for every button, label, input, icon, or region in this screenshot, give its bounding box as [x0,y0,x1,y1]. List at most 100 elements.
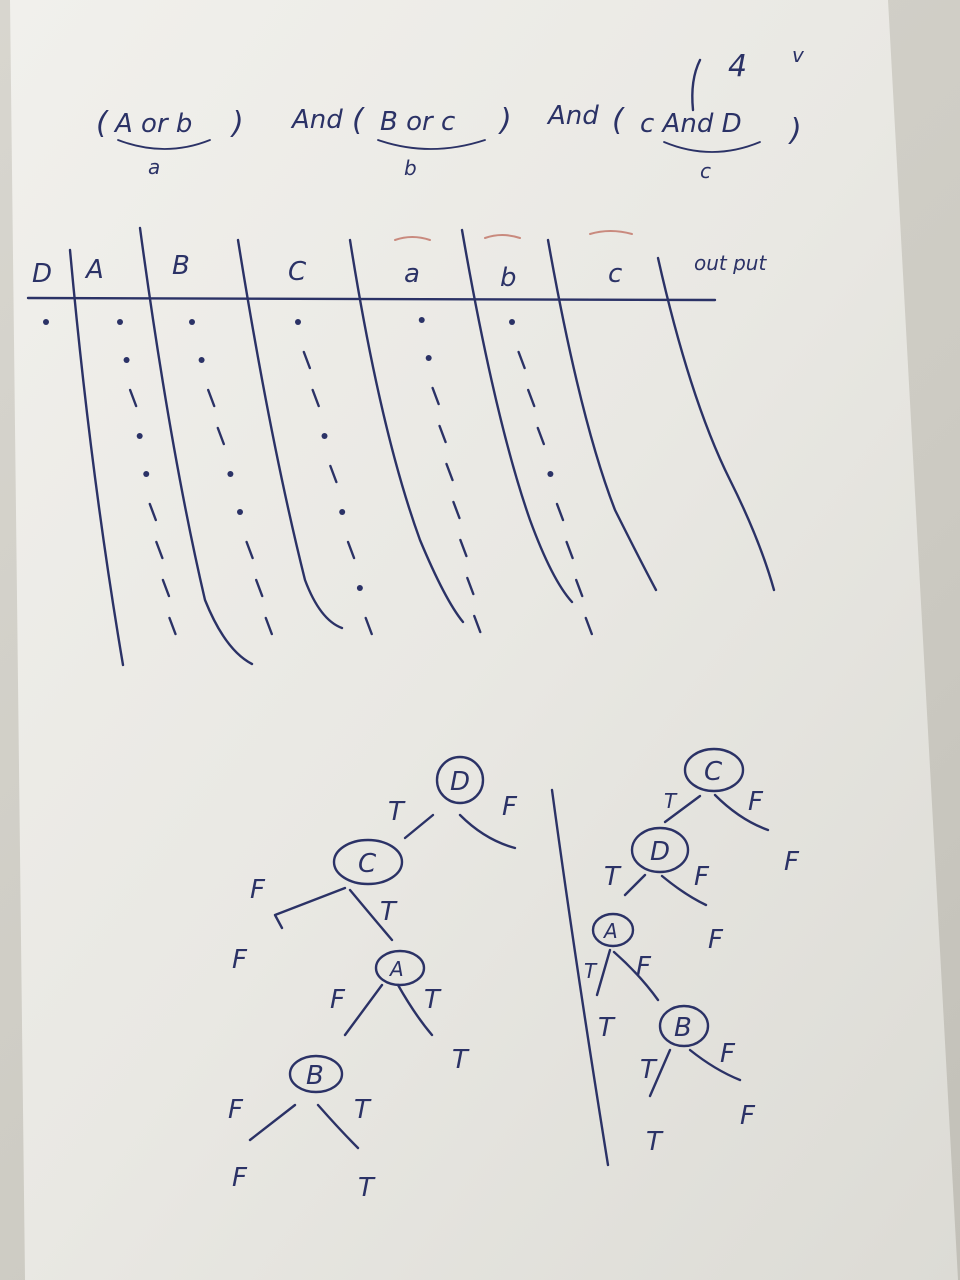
table-cell-a-2 [431,386,440,406]
table-cell-B-4 [227,471,234,477]
table-cell-A-3 [136,433,143,439]
r-edge-a-f [612,950,660,1002]
label-c-t: T [380,897,398,927]
header-b-upper: B [172,251,190,281]
group-b-open: ( [352,103,365,138]
node-d-circle [435,755,485,805]
truth-table: D A B C a b c out put [26,226,776,667]
leaf-b-f: F [232,1163,248,1193]
table-cell-B-0 [189,319,195,325]
table-cell-b-6 [565,540,574,560]
table-cell-a-5 [452,500,461,520]
boolean-expression: ( A or b ) a And ( B or c ) b And ( c An… [96,101,802,183]
header-c-upper: C [288,257,307,287]
r-edge-b-f [688,1048,742,1082]
label-c-f: F [250,875,266,905]
r-leaf-b-f: F [740,1101,756,1131]
table-cell-B-5 [237,509,243,515]
r-edge-a-t [595,948,612,997]
r-leaf-b-t: T [646,1127,664,1157]
r-node-a-circle [591,912,635,948]
group-a-text: A or b [113,109,192,139]
label-dc-t: T [388,797,406,827]
label-b-f: F [228,1095,244,1125]
table-cell-b-0 [509,319,515,325]
r-label-a-t: T [584,959,598,983]
group-c-open: ( [612,103,625,138]
overline-b [484,234,521,239]
table-cell-A-7 [161,578,171,598]
group-a-open: ( [96,106,109,141]
group-c-text: c And D [640,109,742,139]
group-c-label: c [700,159,711,183]
label-d-f: F [502,792,518,822]
table-cell-b-7 [575,578,584,598]
table-cell-a-6 [459,538,468,558]
leaf-c-f: F [232,945,248,975]
brace-a [117,139,211,150]
table-cell-A-8 [168,616,177,636]
node-a-label: A [388,957,404,981]
edge-a-f [343,983,384,1037]
r-node-d-circle [630,826,690,874]
overline-c [589,230,633,235]
table-cell-C-2 [311,388,320,408]
table-cell-C-6 [346,540,356,560]
node-b-circle [288,1054,344,1094]
r-leaf-d-f: F [708,925,724,955]
r-label-b-f: F [720,1039,736,1069]
r-label-b-t: T [640,1055,658,1085]
table-cell-b-8 [584,616,593,636]
r-leaf-a-t: T [598,1013,616,1043]
table-cell-B-2 [207,388,216,408]
table-cell-A-0 [117,319,123,325]
header-b-lower: b [500,263,517,293]
node-d-label: D [450,767,470,797]
table-cell-C-1 [302,350,312,370]
decision-tree-right: C T F F D T F F A T F T B T F F T [584,747,800,1157]
table-cell-A-5 [148,502,157,522]
edge-b-f [248,1103,297,1142]
header-output: out put [694,251,767,275]
table-cell-b-2 [527,388,536,408]
r-node-b-label: B [674,1013,692,1043]
corner-check: v [792,43,805,67]
tree-divider [550,788,610,1167]
header-d: D [32,259,52,289]
edge-d-f [458,813,517,850]
header-a-lower: a [404,259,420,289]
table-cell-B-6 [245,540,254,560]
table-cell-B-3 [216,426,225,446]
decision-tree-left: D T F C F F T A F T T B F T F T [228,755,518,1203]
table-cells [43,317,593,636]
group-a-label: a [148,155,160,179]
header-a-upper: A [84,255,104,285]
overline-a [394,236,431,241]
table-cell-C-3 [321,433,328,439]
edge-d-c [403,813,435,840]
table-cell-A-1 [123,357,130,363]
group-b-label: b [404,156,417,180]
and-2: And [546,101,599,131]
table-cell-C-5 [339,509,346,515]
table-cell-b-5 [555,502,565,522]
table-cell-C-4 [329,464,338,484]
leaf-b-t: T [358,1173,376,1203]
brace-b [377,139,486,150]
and-1: And [290,105,343,135]
table-cell-B-8 [264,616,273,636]
r-leaf-c-f: F [784,847,800,877]
header-c-lower: c [608,259,622,289]
table-cell-a-7 [466,576,475,596]
table-cell-C-7 [356,585,363,591]
label-a-t: T [424,985,442,1015]
r-node-b-circle [658,1004,710,1048]
paper-surface [10,0,958,1280]
r-edge-c-f [713,793,770,832]
label-b-t: T [354,1095,372,1125]
r-edge-c-d [663,794,702,824]
header-rule [26,296,717,302]
leaf-a-t: T [452,1045,470,1075]
table-cell-B-1 [198,357,205,363]
r-node-d-label: D [650,837,670,867]
